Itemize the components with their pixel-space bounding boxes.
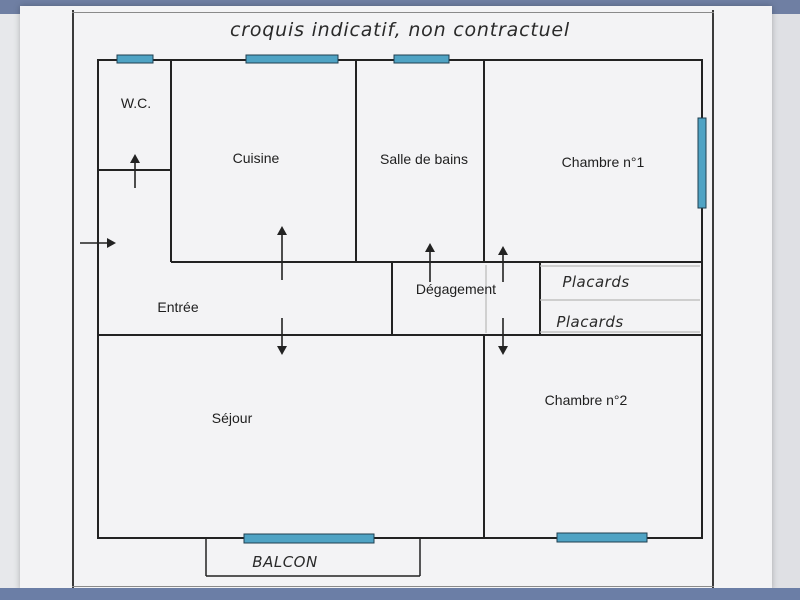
window-chambre1: [697, 117, 707, 209]
room-label-chambre2: Chambre n°2: [545, 392, 628, 408]
room-label-degagement: Dégagement: [416, 281, 496, 297]
margin-line-right: [712, 10, 714, 588]
window-salle-de-bains: [393, 54, 450, 64]
margin-line-left: [72, 10, 74, 588]
balcon-outline: [205, 538, 421, 577]
room-label-wc: W.C.: [121, 95, 151, 111]
label-balcon: BALCON: [252, 553, 317, 571]
room-label-sejour: Séjour: [212, 410, 253, 426]
room-label-chambre1: Chambre n°1: [562, 154, 645, 170]
photo-background-left: [0, 14, 20, 600]
window-wc: [116, 54, 154, 64]
window-sejour: [243, 533, 375, 544]
label-placards-bottom: Placards: [556, 313, 623, 331]
margin-line-bottom: [72, 586, 714, 587]
plan-title: croquis indicatif, non contractuel: [230, 19, 570, 41]
paper-sheet: [20, 6, 772, 590]
photo-background-bottom: [0, 588, 800, 600]
room-label-entree: Entrée: [157, 299, 198, 315]
window-cuisine: [245, 54, 339, 64]
room-label-salle-de-bains: Salle de bains: [380, 151, 468, 167]
margin-line-top: [72, 12, 714, 13]
label-placards-top: Placards: [562, 273, 629, 291]
window-chambre2: [556, 532, 648, 543]
room-label-cuisine: Cuisine: [233, 150, 280, 166]
